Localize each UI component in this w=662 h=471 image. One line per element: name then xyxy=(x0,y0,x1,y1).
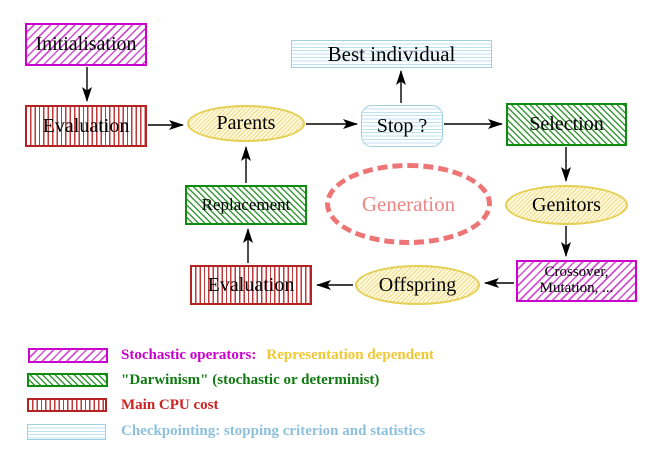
legend-swatch-checkpointing xyxy=(27,424,106,440)
legend-item-stochastic-operators: Stochastic operators: Representation depe… xyxy=(121,347,434,364)
node-stop-label: Stop ? xyxy=(376,114,428,137)
node-parents: Parents xyxy=(187,105,305,142)
node-stop: Stop ? xyxy=(361,105,443,147)
node-offspring-label: Offspring xyxy=(378,273,457,296)
node-evaluation-top-label: Evaluation xyxy=(42,114,130,137)
node-evaluation-bottom: Evaluation xyxy=(190,265,312,305)
node-replacement: Replacement xyxy=(185,185,307,225)
node-initialisation-label: Initialisation xyxy=(35,33,137,55)
node-selection-label: Selection xyxy=(529,113,604,135)
node-best-individual-label: Best individual xyxy=(327,41,456,66)
node-parents-label: Parents xyxy=(216,112,276,134)
node-crossover-mutation: Crossover, Mutation, ... xyxy=(516,260,637,302)
node-generation: Generation xyxy=(325,163,492,245)
legend-label-main-cpu-cost: Main CPU cost xyxy=(121,397,219,413)
node-evaluation-top: Evaluation xyxy=(25,105,147,147)
node-selection: Selection xyxy=(506,103,627,146)
legend-label-representation-dependent: Representation dependent xyxy=(266,347,435,363)
node-genitors-label: Genitors xyxy=(532,193,601,216)
legend-label-checkpointing: Checkpointing: stopping criterion and st… xyxy=(121,423,426,439)
legend-swatch-darwinism xyxy=(27,373,108,387)
legend-label-stochastic-operators: Stochastic operators: xyxy=(121,347,257,363)
node-crossover-label-line1: Crossover, xyxy=(544,264,609,281)
node-generation-label: Generation xyxy=(361,191,456,216)
node-initialisation: Initialisation xyxy=(25,23,147,66)
node-best-individual: Best individual xyxy=(291,40,492,68)
legend-label-darwinism: "Darwinism" (stochastic or determinist) xyxy=(121,372,380,388)
legend-swatch-stochastic-operators xyxy=(28,348,108,363)
node-offspring: Offspring xyxy=(355,265,480,305)
node-evaluation-bottom-label: Evaluation xyxy=(207,273,295,296)
legend-swatch-main-cpu-cost xyxy=(27,398,107,412)
node-crossover-label-line2: Mutation, ... xyxy=(539,280,614,296)
node-genitors: Genitors xyxy=(505,185,628,225)
node-replacement-label: Replacement xyxy=(201,195,291,215)
